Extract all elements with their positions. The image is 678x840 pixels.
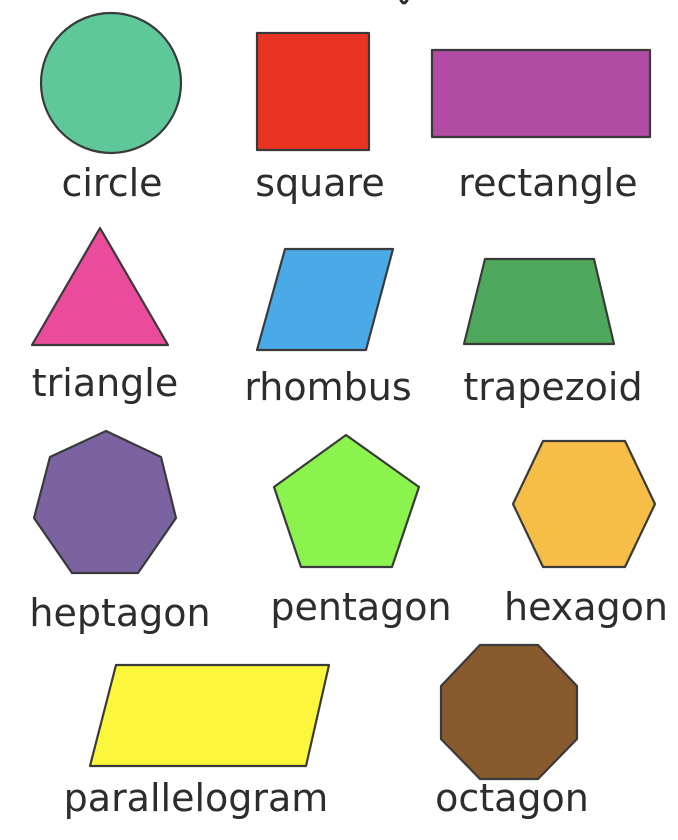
heptagon-shape [32,429,178,575]
parallelogram-shape [88,663,331,768]
hexagon-shape [511,439,657,569]
triangle-shape [30,226,170,347]
hexagon-label: hexagon [504,585,668,629]
circle-shape [39,11,183,155]
square-label: square [255,161,384,205]
title-fragment [399,0,409,5]
octagon-shape [439,643,579,781]
circle-label: circle [61,161,162,205]
trapezoid-label: trapezoid [463,365,642,409]
rhombus-label: rhombus [244,365,411,409]
heptagon-label: heptagon [29,591,210,635]
rhombus-shape [255,247,395,352]
square-shape [255,31,371,152]
rectangle-label: rectangle [458,161,637,205]
rectangle-shape [430,48,652,139]
pentagon-label: pentagon [270,585,451,629]
triangle-label: triangle [32,361,179,405]
trapezoid-shape [462,257,616,346]
octagon-label: octagon [435,776,589,820]
pentagon-shape [272,433,421,569]
parallelogram-label: parallelogram [64,776,329,820]
